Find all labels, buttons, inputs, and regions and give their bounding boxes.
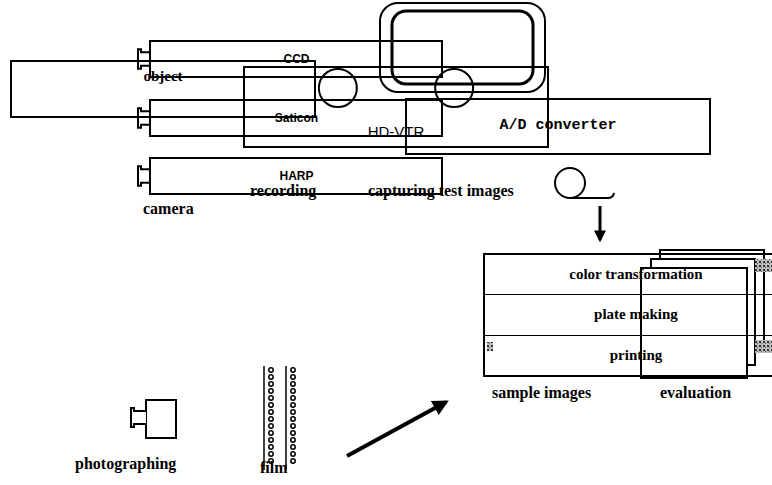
film-hole — [269, 417, 273, 421]
flow-arrow — [347, 402, 446, 456]
caption-label: capturing test images — [368, 182, 514, 200]
film-hole — [291, 445, 295, 449]
film-hole — [269, 375, 273, 379]
film-hole — [269, 424, 273, 428]
node-text: color transformation — [485, 255, 772, 295]
camera-body — [150, 41, 442, 77]
film-hole — [291, 431, 295, 435]
film-hole — [291, 368, 295, 372]
node-text: A/D converter — [499, 117, 616, 136]
monitor-screen — [380, 3, 545, 92]
film-hole — [291, 403, 295, 407]
caption-label: photographing — [75, 455, 176, 473]
film-hole — [291, 410, 295, 414]
film-hole — [291, 452, 295, 456]
object-box: object — [10, 60, 316, 118]
film-hole — [291, 459, 295, 463]
node-text: HARP — [279, 169, 313, 183]
film-hole — [269, 403, 273, 407]
halftone-image — [755, 259, 772, 272]
box-border — [484, 254, 772, 376]
tape-reel — [555, 168, 614, 198]
box-border — [406, 99, 710, 154]
tape-reel — [435, 69, 473, 107]
camera-lens — [138, 166, 150, 186]
film-hole — [269, 396, 273, 400]
halftone-image — [755, 340, 772, 353]
film-hole — [291, 389, 295, 393]
camera-lens — [138, 108, 150, 128]
caption-label: film — [260, 459, 288, 477]
film-hole — [269, 389, 273, 393]
film-strips — [264, 366, 295, 470]
tape-reel — [319, 69, 357, 107]
caption-label: camera — [143, 200, 194, 218]
caption-label: sample images — [492, 384, 591, 402]
node-text: printing — [485, 336, 772, 375]
film-hole — [269, 438, 273, 442]
film-hole — [291, 396, 295, 400]
halftone-image — [487, 342, 493, 351]
camera-lens — [138, 49, 150, 69]
camera-symbol — [131, 400, 176, 438]
caption-label: evaluation — [660, 384, 731, 402]
converter-box: A/D converter — [405, 98, 711, 155]
film-hole — [269, 410, 273, 414]
caption-label: recording — [250, 182, 316, 200]
flow-arrow — [599, 206, 602, 240]
film-hole — [291, 424, 295, 428]
film-hole — [291, 375, 295, 379]
vtr-box: HD-VTR — [243, 66, 549, 148]
node-text: HD-VTR — [368, 123, 425, 140]
film-hole — [291, 417, 295, 421]
node-text: CCD — [284, 52, 310, 66]
camera-box: CCD — [137, 40, 443, 78]
film-hole — [291, 438, 295, 442]
node-text: Saticon — [275, 111, 318, 125]
box-border — [11, 61, 315, 117]
box-border — [244, 67, 548, 147]
node-text: plate making — [485, 295, 772, 335]
film-hole — [269, 452, 273, 456]
film-hole — [269, 445, 273, 449]
process-stack: color transformationplate makingprinting — [483, 253, 772, 377]
film-hole — [269, 368, 273, 372]
film-hole — [291, 382, 295, 386]
film-hole — [269, 431, 273, 435]
film-hole — [269, 382, 273, 386]
